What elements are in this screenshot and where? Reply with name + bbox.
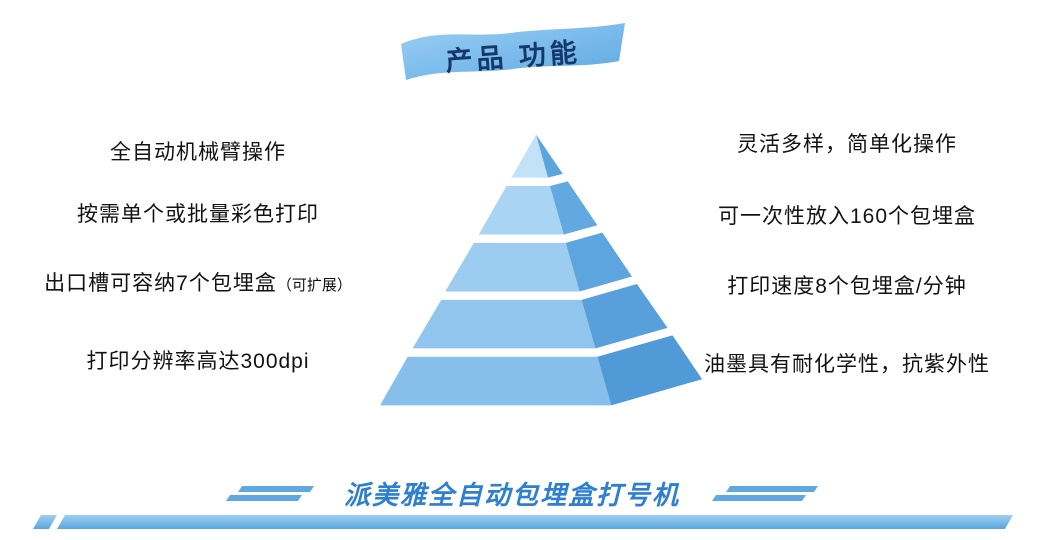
feature-left-3: 出口槽可容纳7个包埋盒（可扩展） [0,267,396,297]
footer: 派美雅全自动包埋盒打号机 [0,474,1046,512]
pyramid-tier-1-front [511,134,548,178]
feature-left-1-text: 全自动机械臂操作 [110,141,286,164]
right-decoration-lines-icon [712,486,818,501]
feature-left-3-text: 出口槽可容纳7个包埋盒 [44,272,277,295]
pyramid-tier-4-front [412,299,596,349]
pyramid-tier-3-side [565,232,632,292]
feature-list-left: 全自动机械臂操作 按需单个或批量彩色打印 出口槽可容纳7个包埋盒（可扩展） 打印… [0,0,396,540]
feature-list-right: 灵活多样，简单化操作 可一次性放入160个包埋盒 打印速度8个包埋盒/分钟 油墨… [656,0,1038,540]
pyramid-tier-3-front [445,242,580,292]
feature-right-3-text: 打印速度8个包埋盒/分钟 [727,275,967,298]
feature-right-2: 可一次性放入160个包埋盒 [656,200,1038,230]
left-decoration-bar-1 [237,486,314,492]
pyramid-tier-4-side [581,284,668,349]
bottom-bar-lead-segment [33,515,57,529]
feature-right-1: 灵活多样，简单化操作 [656,128,1038,158]
banner-ribbon-path [401,23,625,80]
feature-left-2-text: 按需单个或批量彩色打印 [77,203,319,226]
feature-left-4: 打印分辨率高达300dpi [0,345,396,375]
feature-left-1: 全自动机械臂操作 [0,136,396,166]
feature-left-3-note: （可扩展） [276,277,352,294]
feature-right-4-text: 油墨具有耐化学性，抗紫外性 [704,353,990,376]
left-decoration-lines-icon [225,486,314,501]
left-decoration-bar-2 [225,495,302,501]
feature-left-4-text: 打印分辨率高达300dpi [86,350,310,373]
banner-ribbon-shape [401,23,625,80]
pyramid-tier-2-side [549,181,598,235]
feature-right-1-text: 灵活多样，简单化操作 [737,133,957,156]
pyramid-tier-2-front [478,186,564,235]
pyramid-tier-1-side [536,134,563,178]
right-decoration-bar-2 [712,495,806,501]
pyramid-graphic [379,134,703,406]
banner: 产品 功能 [398,20,628,82]
bottom-bar-main-segment [57,515,1013,529]
feature-right-2-text: 可一次性放入160个包埋盒 [717,205,977,228]
bottom-accent-bar [33,515,1013,529]
feature-right-4: 油墨具有耐化学性，抗紫外性 [656,348,1038,378]
right-decoration-bar-1 [726,486,818,492]
product-title: 派美雅全自动包埋盒打号机 [343,479,680,510]
feature-right-3: 打印速度8个包埋盒/分钟 [656,270,1038,300]
feature-left-2: 按需单个或批量彩色打印 [0,198,396,228]
pyramid-tier-5-side [597,335,703,406]
pyramid-tier-5-front [379,356,612,406]
